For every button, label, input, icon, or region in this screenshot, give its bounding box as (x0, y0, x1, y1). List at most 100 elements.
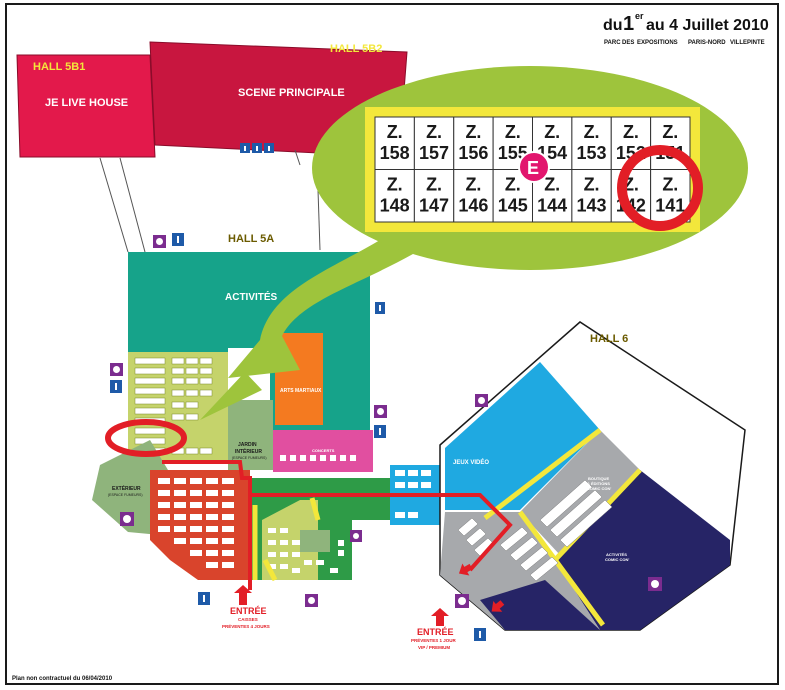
callout-tail (228, 240, 420, 378)
zoom-booth-number: 141 (655, 196, 685, 216)
scene-principale-label: SCENE PRINCIPALE (238, 87, 345, 99)
zoom-booth-number: 144 (537, 196, 567, 216)
zoom-booth-prefix: Z. (505, 175, 521, 195)
zoom-booth-prefix: Z. (426, 122, 442, 142)
date-rest: au 4 Juillet 2010 (646, 17, 769, 34)
hall-5b2-label: HALL 5B2 (330, 43, 382, 55)
highlight-booth-circle (617, 145, 703, 231)
booth-grid-hall-6 (457, 479, 613, 582)
restroom-icon (198, 592, 210, 605)
zoom-booth-number: 155 (498, 143, 528, 163)
zoom-booth-cell[interactable] (413, 169, 455, 223)
walking-route (162, 460, 252, 590)
arts-martiaux-label: ARTS MARTIAUX (280, 388, 322, 394)
entrance-2-sub1: PRÉVENTES 1 JOUR (411, 636, 457, 643)
venue-word: PARIS-NORD (688, 40, 726, 46)
restroom-icon (374, 425, 386, 438)
restaurant-icon (475, 394, 488, 407)
zoom-booth-prefix: Z. (623, 122, 639, 142)
activites-cc-label-2: COMIC CON' (605, 557, 629, 562)
zoom-booth-prefix: Z. (465, 175, 481, 195)
zoom-booth-number: 156 (458, 143, 488, 163)
zoom-booth-cell[interactable] (374, 116, 415, 170)
hall-5a-label: HALL 5A (228, 233, 274, 245)
restaurant-icon (120, 512, 134, 526)
zoom-booth-prefix: Z. (662, 122, 678, 142)
restroom-icon (375, 302, 385, 314)
yellow-separators-west (252, 497, 321, 582)
hall-6-label: HALL 6 (590, 333, 628, 345)
entrance-1-sub2: PRÉVENTES 4 JOURS (222, 622, 270, 629)
venue-word: PARC (604, 40, 621, 46)
entrance-2-label: ENTRÉE (417, 627, 454, 637)
date-er: er (635, 11, 644, 21)
boutique-label-1: BOUTIQUE (588, 476, 609, 481)
zoom-booth-number: 158 (380, 143, 410, 163)
connector-booths (395, 470, 431, 518)
zoom-booth-number: 143 (577, 196, 607, 216)
entrance-2-sub2: VIP / PREMIUM (418, 645, 450, 650)
zoom-booth-cell[interactable] (413, 116, 455, 170)
jardin-label-2: INTÉRIEUR (235, 447, 262, 455)
concerts-area[interactable] (273, 430, 373, 472)
zoom-booth-number: 157 (419, 143, 449, 163)
entrance-2-arrow (431, 608, 449, 626)
zoom-booth-prefix: Z. (426, 175, 442, 195)
zoom-booth-prefix: Z. (544, 122, 560, 142)
booth-grid-red (158, 478, 234, 568)
location-highlight-circle (105, 419, 187, 457)
restaurant-icon (648, 577, 662, 591)
jardin-label-3: (ESPACE FUMEURS) (232, 456, 267, 460)
venue-word: EXPOSITIONS (637, 40, 678, 46)
zoom-booth-prefix: Z. (584, 175, 600, 195)
jardin-interieur-area[interactable] (228, 400, 273, 470)
facility-icons (110, 143, 662, 641)
zoom-booth-cell[interactable] (453, 169, 494, 223)
zoom-booth-prefix: Z. (584, 122, 600, 142)
restroom-icon (110, 380, 122, 393)
restaurant-icon (350, 530, 362, 542)
restroom-icon (252, 143, 262, 153)
hall-5b1-label: HALL 5B1 (33, 61, 85, 73)
restroom-icon (172, 233, 184, 246)
entrance-1[interactable]: ENTRÉE CAISSES PRÉVENTES 4 JOURS (222, 585, 270, 629)
zoom-booth-number: 148 (380, 196, 410, 216)
zoom-booth-prefix: Z. (544, 175, 560, 195)
restroom-icon (240, 143, 250, 153)
restaurant-icon (110, 363, 123, 376)
zoom-booth-prefix: Z. (387, 175, 403, 195)
zoom-booth-cell[interactable] (374, 169, 415, 223)
jardin-label-1: JARDIN (238, 442, 257, 448)
zone-e-marker (518, 151, 550, 183)
hall-5b1-area[interactable] (16, 54, 156, 158)
restroom-icon (474, 628, 486, 641)
zoom-booth-number: 147 (419, 196, 449, 216)
hall-6: HALL 6 JEUX VIDÉO BOUTIQUE & ÉDITIONS CO… (439, 321, 746, 631)
entrance-1-label: ENTRÉE (230, 606, 267, 616)
zoom-booth-cell[interactable] (571, 169, 612, 223)
zoom-booth-number: 153 (577, 143, 607, 163)
jeux-video-area[interactable] (445, 362, 600, 510)
activites-comic-con-area[interactable] (555, 470, 730, 630)
entrance-2[interactable]: ENTRÉE PRÉVENTES 1 JOUR VIP / PREMIUM (411, 608, 457, 650)
restroom-icon (264, 143, 274, 153)
entrance-arrow-small-2 (458, 563, 473, 576)
callout-tail-notch (200, 372, 262, 420)
venue-word: VILLEPINTE (730, 40, 765, 46)
zoom-booth-prefix: Z. (505, 122, 521, 142)
entrance-1-sub1: CAISSES (238, 617, 258, 622)
venue-name: PARC DES EXPOSITIONS PARIS-NORD VILLEPIN… (604, 40, 765, 46)
restaurant-icon (455, 594, 469, 608)
green-hall-inner (262, 500, 344, 580)
walking-route-east (250, 493, 513, 572)
entrance-arrow-small (491, 600, 505, 612)
zoom-callout: Z.158Z.157Z.156Z.155Z.154Z.153Z.152Z.151… (200, 66, 748, 420)
hall-6-navy-south[interactable] (480, 580, 600, 630)
exterieur-area[interactable] (92, 440, 168, 535)
corridors (99, 149, 321, 253)
date-first: 1 (623, 13, 634, 35)
entrance-1-arrow (234, 585, 252, 605)
zoom-booth-number: 145 (498, 196, 528, 216)
boutique-label-2: & ÉDITIONS (587, 481, 610, 486)
